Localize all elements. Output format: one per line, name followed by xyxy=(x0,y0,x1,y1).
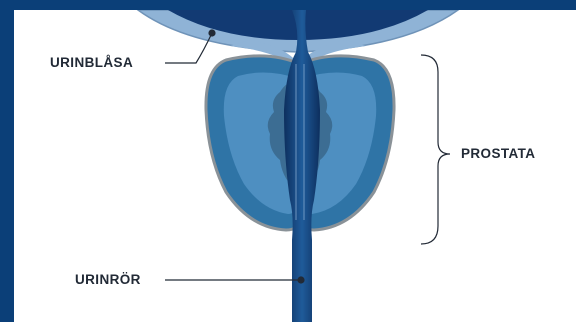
urethra-leader-dot xyxy=(297,276,304,283)
urethra-label: URINRÖR xyxy=(75,272,141,287)
prostate-label: PROSTATA xyxy=(461,146,535,161)
prostate-bracket xyxy=(421,55,450,244)
bladder-label: URINBLÅSA xyxy=(50,55,133,70)
bladder-leader-dot xyxy=(208,29,215,36)
